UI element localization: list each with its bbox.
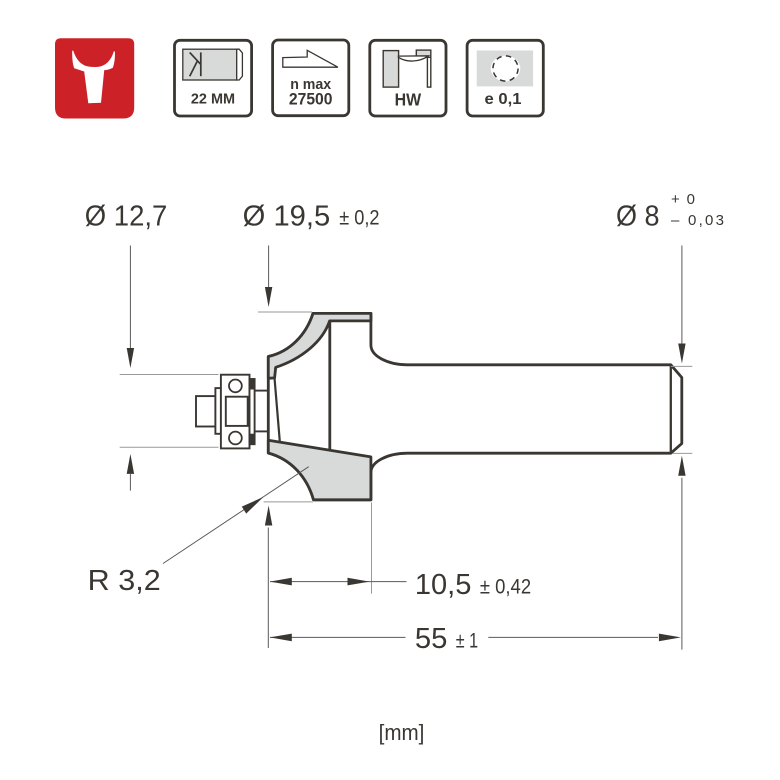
- svg-text:e 0,1: e 0,1: [485, 91, 522, 108]
- svg-text:± 1: ± 1: [456, 629, 478, 653]
- svg-text:Ø 12,7: Ø 12,7: [85, 201, 168, 233]
- svg-text:HW: HW: [395, 90, 422, 110]
- svg-text:± 0,42: ± 0,42: [480, 575, 531, 599]
- svg-text:Ø 19,5: Ø 19,5: [243, 201, 331, 233]
- svg-text:– 0,03: – 0,03: [671, 212, 724, 229]
- svg-text:n max: n max: [290, 77, 331, 93]
- svg-text:R 3,2: R 3,2: [88, 565, 161, 597]
- svg-text:10,5: 10,5: [415, 569, 472, 601]
- svg-text:55: 55: [415, 623, 448, 655]
- svg-text:Ø 8: Ø 8: [616, 201, 660, 233]
- svg-text:22 MM: 22 MM: [191, 92, 235, 108]
- svg-text:± 0,2: ± 0,2: [339, 206, 379, 230]
- svg-text:27500: 27500: [289, 89, 333, 108]
- svg-text:+ 0: + 0: [671, 191, 695, 208]
- svg-text:[mm]: [mm]: [379, 720, 425, 745]
